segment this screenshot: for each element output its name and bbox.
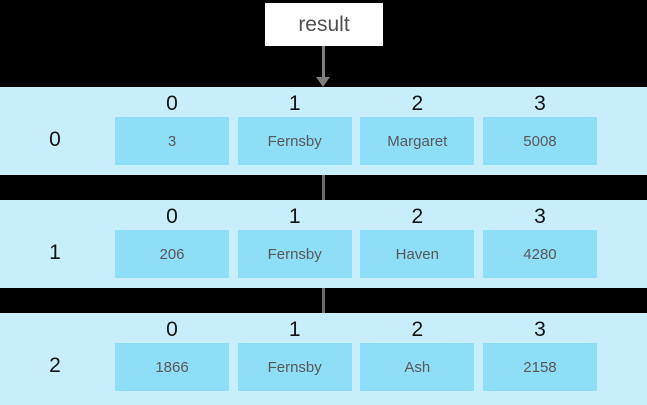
- column-index-header: 2: [411, 205, 424, 228]
- row-index-label: 0: [49, 128, 61, 151]
- connector-line: [322, 175, 325, 200]
- column-1: 1 Fernsby: [237, 314, 352, 391]
- column-0: 0 3: [115, 88, 229, 165]
- cell-value: 3: [115, 117, 229, 165]
- record-row-1: 1 0 206 1 Fernsby 2 Haven 3 4280: [0, 200, 647, 288]
- cell-value: 2158: [482, 343, 597, 391]
- cell-value: Fernsby: [237, 230, 352, 278]
- record-row-2: 2 0 1866 1 Fernsby 2 Ash 3 2158: [0, 313, 647, 405]
- column-index-header: 1: [288, 205, 301, 228]
- column-index-header: 2: [411, 92, 424, 115]
- column-index-header: 0: [166, 205, 178, 228]
- row-index-label: 2: [49, 354, 61, 377]
- cell-value: Margaret: [360, 117, 475, 165]
- column-2: 2 Ash: [360, 314, 475, 391]
- cell-value: Fernsby: [237, 117, 352, 165]
- column-index-header: 3: [534, 92, 546, 115]
- column-3: 3 2158: [482, 314, 597, 391]
- result-arrow-line: [322, 46, 325, 78]
- cell-value: Ash: [360, 343, 475, 391]
- column-2: 2 Haven: [360, 201, 475, 278]
- cell-value: 206: [115, 230, 229, 278]
- cell-value: 1866: [115, 343, 229, 391]
- result-label-box: result: [265, 3, 383, 46]
- column-index-header: 2: [411, 318, 424, 341]
- column-2: 2 Margaret: [360, 88, 475, 165]
- cell-value: 5008: [482, 117, 597, 165]
- column-0: 0 206: [115, 201, 229, 278]
- column-index-header: 3: [534, 318, 546, 341]
- column-3: 3 4280: [482, 201, 597, 278]
- column-1: 1 Fernsby: [237, 201, 352, 278]
- cell-value: Fernsby: [237, 343, 352, 391]
- cell-value: 4280: [482, 230, 597, 278]
- column-3: 3 5008: [482, 88, 597, 165]
- column-index-header: 1: [288, 318, 301, 341]
- cell-value: Haven: [360, 230, 475, 278]
- column-index-header: 3: [534, 205, 546, 228]
- column-1: 1 Fernsby: [237, 88, 352, 165]
- row-columns: 0 3 1 Fernsby 2 Margaret 3 5008: [115, 88, 597, 165]
- row-columns: 0 1866 1 Fernsby 2 Ash 3 2158: [115, 314, 597, 391]
- arrow-down-icon: [316, 77, 330, 87]
- record-row-0: 0 0 3 1 Fernsby 2 Margaret 3 5008: [0, 87, 647, 175]
- column-0: 0 1866: [115, 314, 229, 391]
- column-index-header: 0: [166, 318, 178, 341]
- row-index-label: 1: [49, 241, 61, 264]
- column-index-header: 1: [288, 92, 301, 115]
- row-columns: 0 206 1 Fernsby 2 Haven 3 4280: [115, 201, 597, 278]
- connector-line: [322, 288, 325, 313]
- result-label: result: [298, 12, 350, 36]
- column-index-header: 0: [166, 92, 178, 115]
